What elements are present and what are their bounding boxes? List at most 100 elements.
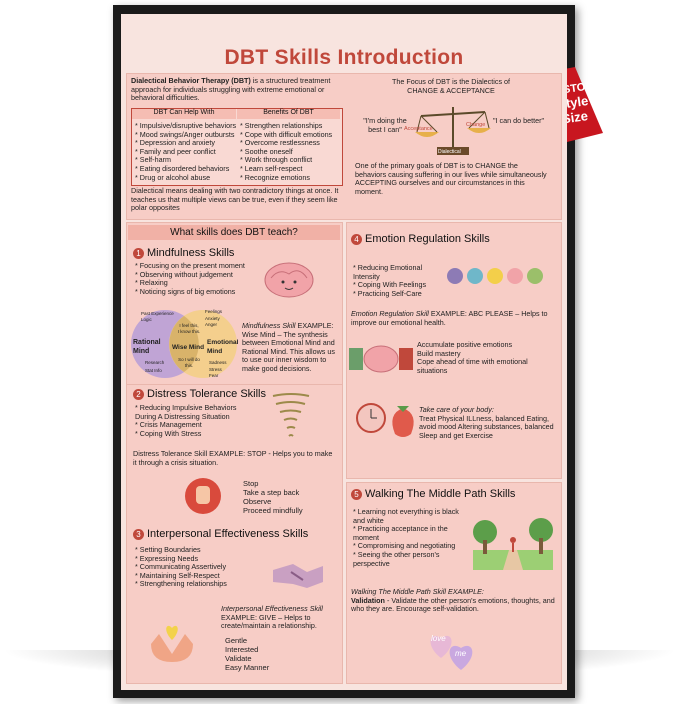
hearts-icon bbox=[430, 635, 473, 670]
venn-diagram bbox=[131, 310, 237, 378]
help-list: Impulsive/disruptive behaviors Mood swin… bbox=[135, 121, 237, 183]
list-item: Easy Manner bbox=[225, 663, 270, 672]
list-item: Strengthen relationships bbox=[240, 121, 342, 131]
list-item: Self-harm bbox=[135, 156, 237, 165]
focus-line-2: CHANGE & ACCEPTANCE bbox=[407, 86, 495, 95]
list-item: Soothe oneself bbox=[240, 147, 342, 157]
list-item: Focusing on the present moment bbox=[135, 261, 253, 271]
venn-center-words: I feel this,I know this. bbox=[177, 323, 201, 334]
mindfulness-list: Focusing on the present moment Observing… bbox=[135, 261, 253, 296]
list-item: Coping With Feelings bbox=[353, 281, 443, 290]
poster: DBT Skills Introduction Dialectical Beha… bbox=[121, 14, 567, 690]
number-badge: 2 bbox=[133, 388, 144, 400]
emotion-example: Emotion Regulation Skill EXAMPLE: ABC PL… bbox=[351, 309, 548, 327]
list-item: Coping With Stress bbox=[135, 429, 255, 439]
list-item: Observe bbox=[243, 497, 272, 506]
distress-divider bbox=[126, 384, 343, 385]
list-item: Eating disordered behaviors bbox=[135, 164, 237, 174]
heart-word-love: love bbox=[431, 634, 446, 643]
dialectical-text: Dialectical means dealing with two contr… bbox=[131, 186, 339, 213]
list-item: Gentle bbox=[225, 636, 248, 645]
list-item: Practicing acceptance in the moment bbox=[353, 524, 461, 542]
list-item: Setting Boundaries bbox=[135, 545, 265, 555]
park-path-icon bbox=[473, 518, 553, 570]
page-title: DBT Skills Introduction bbox=[224, 46, 464, 69]
left-quote: "I'm doing the best I can" bbox=[363, 116, 407, 134]
emotion-list: Reducing Emotional Intensity Coping With… bbox=[353, 263, 443, 299]
list-item: Maintaining Self-Respect bbox=[135, 571, 265, 581]
balance-scale-icon bbox=[415, 107, 491, 155]
brain-books-icon bbox=[349, 345, 413, 373]
venn-center-label: Wise Mind bbox=[171, 344, 205, 351]
list-item: Build mastery bbox=[417, 348, 461, 358]
help-header: DBT Can Help With bbox=[132, 109, 236, 119]
list-item: Recognize emotions bbox=[240, 173, 342, 183]
list-item: Family and peer conflict bbox=[135, 147, 237, 157]
list-item: Expressing Needs bbox=[135, 554, 265, 564]
right-quote: "I can do better" bbox=[493, 116, 545, 125]
interpersonal-list: Setting Boundaries Expressing Needs Comm… bbox=[135, 545, 265, 589]
list-item: Stop bbox=[243, 479, 259, 488]
list-item: Take a step back bbox=[243, 488, 300, 497]
goal-text: One of the primary goals of DBT is to CH… bbox=[355, 161, 547, 196]
list-item: Proceed mindfully bbox=[243, 506, 303, 515]
list-item: Learn self-respect bbox=[240, 164, 342, 174]
list-item: Cope with difficult emotions bbox=[240, 130, 342, 140]
benefits-header: Benefits Of DBT bbox=[237, 109, 340, 119]
venn-left-label: Rational Mind bbox=[133, 339, 161, 355]
intro-text: Dialectical Behavior Therapy (DBT) is a … bbox=[131, 76, 331, 103]
list-item: Validate bbox=[225, 654, 252, 663]
skills-header: What skills does DBT teach? bbox=[128, 225, 340, 240]
scale-base-label: Dialectical bbox=[438, 149, 461, 155]
list-item: Cope ahead of time with emotional situat… bbox=[417, 357, 528, 375]
list-item: Reducing Impulsive Behaviors During A Di… bbox=[135, 403, 255, 421]
list-item: Observing without judgement bbox=[135, 270, 253, 280]
number-badge: 4 bbox=[351, 233, 362, 245]
middle-path-list: Learning not everything is black and whi… bbox=[353, 507, 461, 568]
intro-panel bbox=[126, 73, 562, 220]
left-skills-panel bbox=[126, 222, 343, 684]
stop-list: Stop Take a step back Observe Proceed mi… bbox=[243, 479, 303, 515]
number-badge: 5 bbox=[351, 488, 362, 500]
list-item: Impulsive/disruptive behaviors bbox=[135, 121, 237, 131]
list-item: Relaxing bbox=[135, 279, 253, 288]
hands-heart-icon bbox=[151, 625, 193, 662]
give-list: Gentle Interested Validate Easy Manner bbox=[225, 636, 269, 672]
list-item: Work through conflict bbox=[240, 156, 342, 165]
venn-right-label: Emotional Mind bbox=[207, 339, 239, 355]
scale-left-label: Acceptance bbox=[404, 126, 433, 132]
list-item: Practicing Self-Care bbox=[353, 289, 443, 299]
distress-list: Reducing Impulsive Behaviors During A Di… bbox=[135, 403, 255, 439]
list-item: Depression and anxiety bbox=[135, 139, 237, 148]
list-item: Compromising and negotiating bbox=[353, 542, 461, 551]
mindfulness-example: Mindfulness Skill EXAMPLE: Wise Mind – T… bbox=[242, 321, 335, 373]
list-item: Reducing Emotional Intensity bbox=[353, 263, 443, 281]
focus-line-1: The Focus of DBT is the Dialectics of bbox=[391, 77, 511, 86]
abc-list: Accumulate positive emotions Build maste… bbox=[417, 340, 557, 375]
distress-example: Distress Tolerance Skill EXAMPLE: STOP -… bbox=[133, 449, 333, 467]
scale-right-label: Change bbox=[466, 122, 486, 128]
middle-path-example: Walking The Middle Path Skill EXAMPLE:Va… bbox=[351, 587, 555, 614]
handshake-icon bbox=[273, 564, 323, 588]
list-item: Communicating Assertively bbox=[135, 563, 265, 572]
list-item: Strengthening relationships bbox=[135, 580, 265, 589]
list-item: Seeing the other person's perspective bbox=[353, 550, 461, 568]
alarm-clock-strawberry-icon bbox=[356, 403, 414, 437]
list-item: Interested bbox=[225, 645, 259, 654]
number-badge: 1 bbox=[133, 247, 144, 259]
list-item: Drug or alcohol abuse bbox=[135, 173, 237, 183]
list-item: Learning not everything is black and whi… bbox=[353, 507, 461, 525]
number-badge: 3 bbox=[133, 528, 144, 540]
heart-word-me: me bbox=[455, 649, 467, 658]
please-text: Take care of your body:Treat Physical IL… bbox=[419, 405, 554, 440]
brain-icon bbox=[264, 262, 314, 298]
